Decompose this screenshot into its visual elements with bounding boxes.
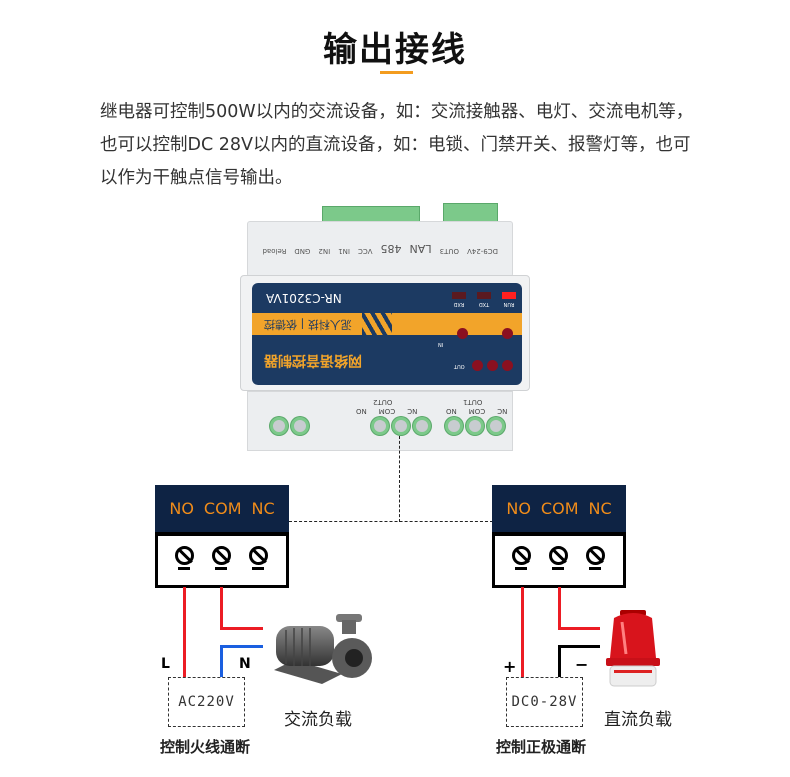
label-dc: DC9-24V — [467, 247, 498, 255]
title-underline — [380, 71, 413, 74]
wire-live — [183, 587, 186, 677]
terminal-screw — [466, 417, 484, 435]
terminal-body — [492, 532, 626, 588]
top-terminal-block-right — [443, 203, 498, 223]
led-run — [502, 292, 516, 299]
terminal-screw — [445, 417, 463, 435]
terminal-screw — [291, 417, 309, 435]
orange-stripe: 泥人科技 | 依德控 — [252, 313, 522, 335]
in-label: IN — [438, 341, 444, 347]
led-in1 — [502, 328, 513, 339]
terminal-screw — [413, 417, 431, 435]
led-run-label: RUN — [503, 301, 515, 307]
label-reload: Reload — [262, 247, 287, 255]
out2-label: OUT2 — [373, 398, 393, 406]
led-out3 — [472, 360, 483, 371]
label-out3: OUT3 — [439, 247, 460, 255]
dc-source-box: DC0-28V — [506, 677, 583, 727]
brand-label: 泥人科技 | 依德控 — [264, 318, 352, 331]
description: 继电器可控制500W以内的交流设备，如：交流接触器、电灯、交流电机等，也可以控制… — [100, 102, 694, 188]
label-vcc: VCC — [357, 247, 373, 255]
model-label: NR-C3201VA — [266, 291, 342, 305]
wire-load — [220, 627, 263, 630]
wire-negative — [558, 645, 561, 677]
terminal-screw — [487, 417, 505, 435]
out1-label: OUT1 — [463, 398, 483, 406]
wire-load — [558, 587, 561, 629]
device-panel: NR-C3201VA RXD TXD RUN 泥人科技 | 依德控 网络语音控制… — [252, 283, 522, 385]
minus-label: − — [575, 655, 589, 674]
stripe-decoration — [362, 313, 392, 335]
wire-load — [220, 587, 223, 629]
led-rxd-label: RXD — [453, 301, 465, 307]
screw-icon — [212, 546, 231, 565]
wire-neutral — [220, 645, 223, 677]
ac-load-label: 交流负载 — [284, 710, 352, 730]
screw-icon — [549, 546, 568, 565]
live-label: L — [161, 656, 170, 672]
connector-line — [289, 521, 493, 522]
device-top-label-area: DC9-24V OUT3 LAN 485 VCC IN1 IN2 GND Rel… — [247, 221, 513, 277]
left-caption: 控制火线通断 — [160, 738, 251, 756]
screw-icon — [249, 546, 268, 565]
label-485: 485 — [380, 242, 402, 255]
label-gnd: GND — [294, 247, 311, 255]
terminal-body — [155, 532, 289, 588]
wire-neutral — [220, 645, 263, 648]
screw-icon — [512, 546, 531, 565]
led-out2 — [487, 360, 498, 371]
led-in2 — [457, 328, 468, 339]
product-name: 网络语音控制器 — [264, 352, 362, 368]
label-lan: LAN — [409, 242, 432, 255]
plus-label: + — [503, 657, 517, 676]
dc-load-label: 直流负载 — [604, 710, 672, 730]
pump-motor-image — [274, 614, 372, 684]
led-txd-label: TXD — [478, 301, 490, 307]
terminal-screw — [270, 417, 288, 435]
led-out1 — [502, 360, 513, 371]
label-in2: IN2 — [318, 247, 331, 255]
screw-icon — [586, 546, 605, 565]
out-label: OUT — [454, 363, 465, 369]
wire-load — [558, 627, 600, 630]
wire-positive — [521, 587, 524, 677]
screw-icon — [175, 546, 194, 565]
terminal-screw — [392, 417, 410, 435]
label-in1: IN1 — [338, 247, 350, 255]
alarm-light-image — [606, 610, 660, 687]
connector-line — [399, 436, 400, 522]
wire-negative — [558, 645, 600, 648]
ac-source-box: AC220V — [168, 677, 245, 727]
led-rxd — [452, 292, 466, 299]
page-title: 输出接线 — [323, 30, 467, 70]
terminal-screw — [371, 417, 389, 435]
led-txd — [477, 292, 491, 299]
right-caption: 控制正极通断 — [496, 738, 587, 756]
neutral-label: N — [239, 656, 251, 672]
